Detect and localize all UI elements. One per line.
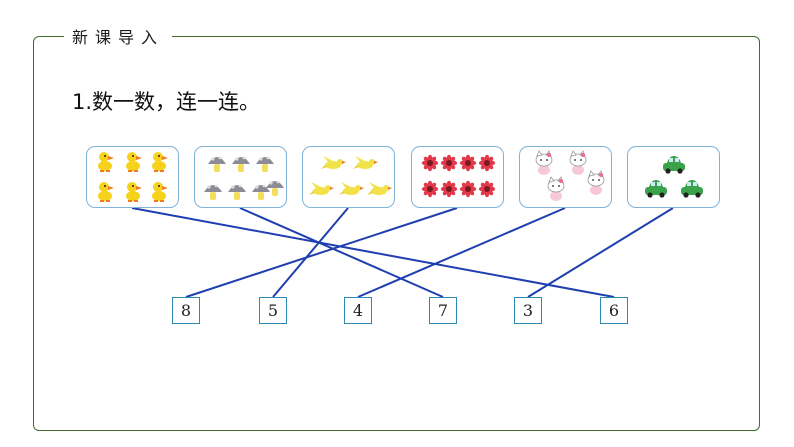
mushroom-item [266,180,284,196]
bird-item [339,182,364,195]
kitty-item [547,176,565,201]
bird-item [353,156,378,169]
bird-icon [309,156,392,195]
car-icon [645,156,703,198]
duck-icon [98,152,168,202]
duck-item [126,182,142,202]
mushroom-item [228,184,246,200]
picture-card-ducks[interactable] [86,146,179,208]
car-item [645,180,667,198]
kitty-item [535,150,553,175]
picture-card-mushrooms[interactable] [194,146,287,208]
duck-item [152,182,168,202]
number-box-6[interactable]: 6 [600,297,628,324]
picture-card-kitties[interactable] [519,146,612,208]
picture-card-birds[interactable] [302,146,395,208]
mushroom-item [232,156,250,172]
flower-item [459,154,477,172]
mushroom-item [256,156,274,172]
connection-line [272,207,349,298]
exercise-heading: 1.数一数，连一连。 [72,90,261,114]
bird-item [321,156,346,169]
connection-line [185,207,458,298]
content-frame [33,36,760,431]
picture-card-cars[interactable] [627,146,720,208]
car-item [663,156,685,174]
mushroom-item [204,184,222,200]
kitty-item [587,170,605,195]
flower-icon [421,154,496,198]
duck-item [126,152,142,172]
section-title: 新课导入 [64,24,173,48]
flower-item [421,180,439,198]
flower-item [459,180,477,198]
kitty-icon [535,150,605,201]
bird-item [367,182,392,195]
flower-item [440,154,458,172]
connection-line [357,207,566,298]
car-item [681,180,703,198]
connection-line [239,207,444,298]
number-box-8[interactable]: 8 [172,297,200,324]
mushroom-icon [204,156,284,200]
duck-item [98,182,114,202]
bird-item [309,182,334,195]
flower-item [421,154,439,172]
picture-card-flowers[interactable] [411,146,504,208]
duck-item [152,152,168,172]
number-box-7[interactable]: 7 [429,297,457,324]
number-box-5[interactable]: 5 [259,297,287,324]
number-box-4[interactable]: 4 [344,297,372,324]
connection-line [527,207,674,298]
connection-line [131,207,615,298]
flower-item [478,154,496,172]
mushroom-item [252,184,270,200]
flower-item [440,180,458,198]
duck-item [98,152,114,172]
number-box-3[interactable]: 3 [514,297,542,324]
flower-item [478,180,496,198]
kitty-item [569,150,587,175]
mushroom-item [208,156,226,172]
